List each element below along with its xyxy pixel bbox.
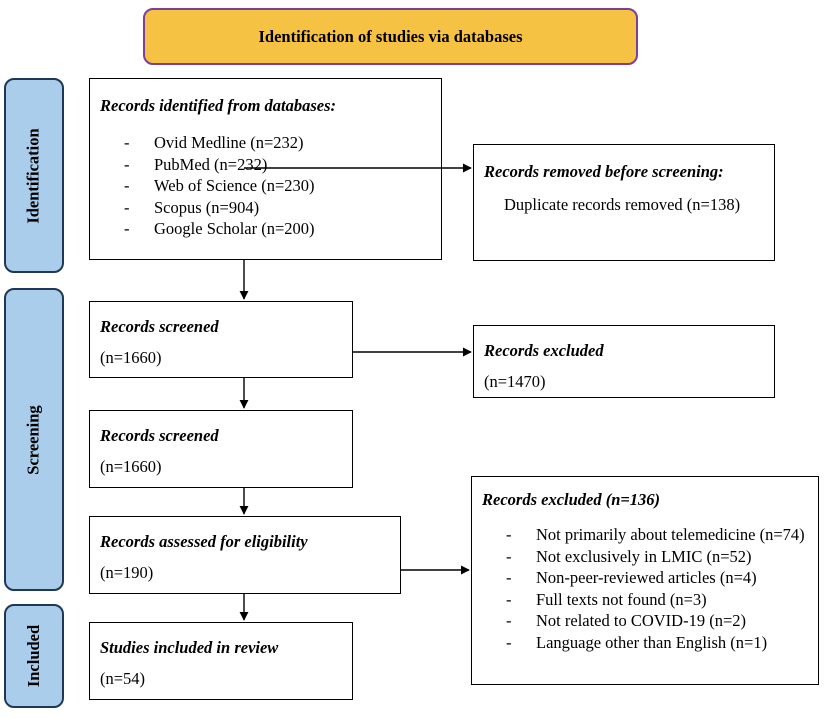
records-excluded-reasons-title: Records excluded (n=136)	[482, 490, 661, 509]
studies-included-box: Studies included in review (n=54)	[89, 622, 353, 700]
database-item: Google Scholar (n=200)	[124, 218, 431, 240]
records-excluded-title: Records excluded	[484, 341, 604, 360]
exclusion-reason: Full texts not found (n=3)	[506, 589, 808, 611]
records-screened-second-title: Records screened	[100, 426, 219, 445]
records-screened-second-box: Records screened (n=1660)	[89, 410, 353, 488]
phase-included: Included	[4, 604, 64, 708]
records-eligibility-count: (n=190)	[100, 563, 154, 583]
records-screened-box: Records screened (n=1660)	[89, 301, 353, 378]
records-removed-box: Records removed before screening: Duplic…	[473, 144, 775, 261]
database-item: PubMed (n=232)	[124, 154, 431, 176]
database-list: Ovid Medline (n=232) PubMed (n=232) Web …	[124, 132, 431, 240]
studies-included-title: Studies included in review	[100, 638, 279, 657]
records-removed-title: Records removed before screening:	[484, 162, 724, 181]
database-item: Scopus (n=904)	[124, 197, 431, 219]
header-title: Identification of studies via databases	[258, 26, 523, 46]
header-box: Identification of studies via databases	[143, 8, 638, 65]
phase-screening: Screening	[4, 288, 64, 591]
records-screened-title: Records screened	[100, 317, 219, 336]
exclusion-reason: Not exclusively in LMIC (n=52)	[506, 546, 808, 568]
records-excluded-count: (n=1470)	[484, 372, 546, 392]
records-screened-count: (n=1660)	[100, 348, 162, 368]
records-removed-detail: Duplicate records removed (n=138)	[504, 195, 741, 215]
records-screened-second-count: (n=1660)	[100, 457, 162, 477]
exclusion-reason: Not related to COVID-19 (n=2)	[506, 610, 808, 632]
exclusion-reason: Non-peer-reviewed articles (n=4)	[506, 567, 808, 589]
records-eligibility-box: Records assessed for eligibility (n=190)	[89, 516, 401, 594]
database-item: Ovid Medline (n=232)	[124, 132, 431, 154]
studies-included-count: (n=54)	[100, 669, 146, 689]
records-excluded-box: Records excluded (n=1470)	[473, 325, 775, 398]
exclusion-reason-list: Not primarily about telemedicine (n=74) …	[506, 524, 808, 653]
records-identified-title: Records identified from databases:	[100, 96, 337, 115]
records-eligibility-title: Records assessed for eligibility	[100, 532, 308, 551]
exclusion-reason: Not primarily about telemedicine (n=74)	[506, 524, 808, 546]
phase-identification: Identification	[4, 78, 64, 273]
records-excluded-reasons-box: Records excluded (n=136) Not primarily a…	[471, 476, 819, 685]
records-identified-box: Records identified from databases: Ovid …	[89, 78, 442, 260]
database-item: Web of Science (n=230)	[124, 175, 431, 197]
exclusion-reason: Language other than English (n=1)	[506, 632, 808, 654]
